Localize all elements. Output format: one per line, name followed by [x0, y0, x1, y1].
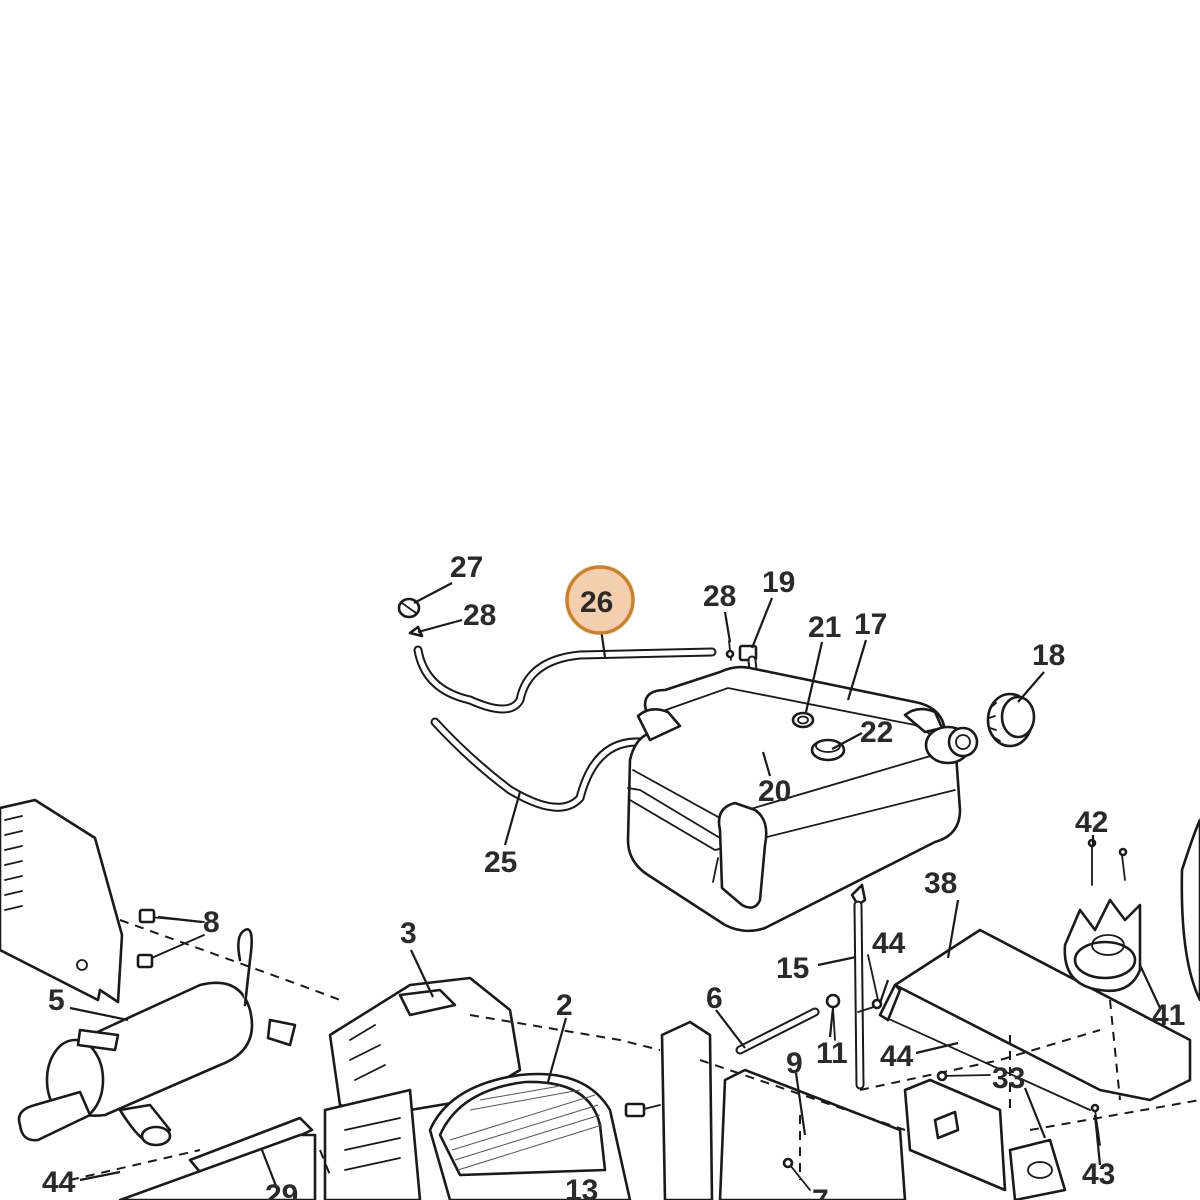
- clamp-28-right: [725, 640, 735, 661]
- callout-28-right[interactable]: 28: [703, 580, 736, 613]
- frame-section: [624, 1020, 907, 1200]
- callout-42[interactable]: 42: [1075, 806, 1108, 839]
- callout-7[interactable]: 7: [812, 1184, 829, 1200]
- assy-line-i: [319, 1149, 331, 1176]
- callout-2[interactable]: 2: [556, 989, 573, 1022]
- callout-19[interactable]: 19: [762, 566, 795, 599]
- callout-17[interactable]: 17: [854, 608, 887, 641]
- callout-21[interactable]: 21: [808, 611, 841, 644]
- bracket-33: [903, 1078, 1067, 1200]
- callout-43[interactable]: 43: [1082, 1158, 1115, 1191]
- mount-41: [1063, 838, 1142, 993]
- callout-9[interactable]: 9: [786, 1047, 803, 1080]
- assy-line-g: [1109, 999, 1121, 1101]
- assy-line-e: [859, 1029, 1101, 1091]
- callout-15[interactable]: 15: [776, 952, 809, 985]
- leader-lines: [69, 582, 1161, 1187]
- assy-line-d: [699, 1059, 906, 1131]
- callout-3[interactable]: 3: [400, 917, 417, 950]
- bracket-38: [878, 928, 1192, 1111]
- rod-6: [735, 1007, 820, 1055]
- callout-44-mid[interactable]: 44: [880, 1040, 914, 1073]
- callout-22[interactable]: 22: [860, 716, 893, 749]
- callout-25[interactable]: 25: [484, 846, 517, 879]
- muffler-5: [17, 928, 297, 1147]
- clamp-27: [397, 597, 421, 619]
- callouts: 27 28 26 28 19 21 17 18 22 20 25 42 38 8…: [42, 551, 1185, 1200]
- callout-5[interactable]: 5: [48, 984, 65, 1017]
- fuel-hose-25: [430, 713, 807, 812]
- assy-line-b: [69, 1149, 201, 1181]
- callout-8[interactable]: 8: [203, 906, 220, 939]
- callout-11[interactable]: 11: [816, 1037, 848, 1070]
- callout-41[interactable]: 41: [1152, 999, 1185, 1032]
- callout-33[interactable]: 33: [992, 1062, 1025, 1095]
- heat-shield: [0, 798, 124, 1004]
- callout-26[interactable]: 26: [580, 586, 613, 619]
- fuel-tank-17: [626, 665, 979, 933]
- rod-15: [850, 883, 867, 1090]
- callout-29[interactable]: 29: [265, 1179, 298, 1200]
- callout-44-bottom[interactable]: 44: [42, 1166, 76, 1199]
- callout-13[interactable]: 13: [565, 1174, 598, 1200]
- vent-hose-left: [413, 645, 717, 714]
- callout-6[interactable]: 6: [706, 982, 723, 1015]
- assy-line-f: [1029, 1099, 1200, 1131]
- bolt-11: [825, 993, 841, 1041]
- plate-29: [118, 1116, 317, 1200]
- fuel-cap-18: [986, 692, 1036, 748]
- engine-3: [323, 976, 522, 1200]
- callout-20[interactable]: 20: [758, 775, 791, 808]
- callout-44-top[interactable]: 44: [872, 927, 906, 960]
- callout-28-left[interactable]: 28: [463, 599, 496, 632]
- callout-27[interactable]: 27: [450, 551, 483, 584]
- wheel-edge: [1180, 818, 1200, 1002]
- air-cleaner-2: [428, 1072, 632, 1200]
- callout-18[interactable]: 18: [1032, 639, 1065, 672]
- callout-38[interactable]: 38: [924, 867, 957, 900]
- assy-line-c: [469, 1014, 661, 1051]
- highlight-ring-26[interactable]: [565, 565, 635, 635]
